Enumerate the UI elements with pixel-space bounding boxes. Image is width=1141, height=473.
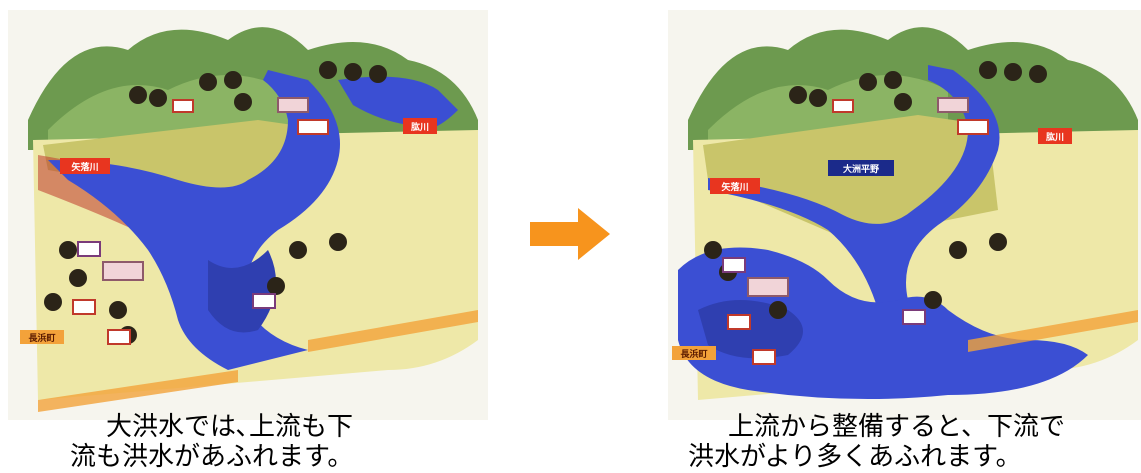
svg-text:長浜町: 長浜町 — [28, 332, 55, 344]
label-river-right: 肱川 — [1038, 128, 1072, 144]
left-illustration: 矢落川 肱川 長浜町 — [8, 10, 488, 420]
svg-text:肱川: 肱川 — [1046, 131, 1064, 143]
label-river-right: 肱川 — [403, 118, 437, 134]
label-river-left: 矢落川 — [60, 158, 110, 174]
svg-text:矢落川: 矢落川 — [71, 161, 98, 173]
caption-right: 上流から整備すると、下流で 洪水がより多くあふれます。 — [688, 412, 1065, 472]
caption-left: 大洪水では､上流も下 流も洪水があふれます。 — [70, 412, 353, 472]
caption-right-line-2: 洪水がより多くあふれます。 — [688, 442, 1022, 472]
svg-text:大洲平野: 大洲平野 — [843, 163, 879, 175]
svg-text:長浜町: 長浜町 — [680, 348, 707, 360]
label-plain: 大洲平野 — [828, 160, 894, 176]
label-town: 長浜町 — [672, 346, 716, 360]
right-illustration: 矢落川 肱川 大洲平野 長浜町 — [668, 10, 1141, 420]
river-water — [48, 70, 340, 370]
caption-left-line-1: 大洪水では､上流も下 — [106, 412, 354, 442]
label-town: 長浜町 — [20, 330, 64, 344]
caption-right-line-1: 上流から整備すると、下流で — [728, 412, 1065, 442]
trees — [704, 61, 1047, 319]
houses — [722, 97, 989, 365]
caption-left-line-2: 流も洪水があふれます。 — [70, 442, 354, 472]
river-water — [708, 65, 1000, 310]
right-arrow-icon — [530, 208, 610, 260]
svg-text:矢落川: 矢落川 — [721, 181, 748, 193]
svg-text:肱川: 肱川 — [411, 121, 429, 133]
label-river-left: 矢落川 — [710, 178, 760, 194]
houses — [72, 97, 329, 345]
